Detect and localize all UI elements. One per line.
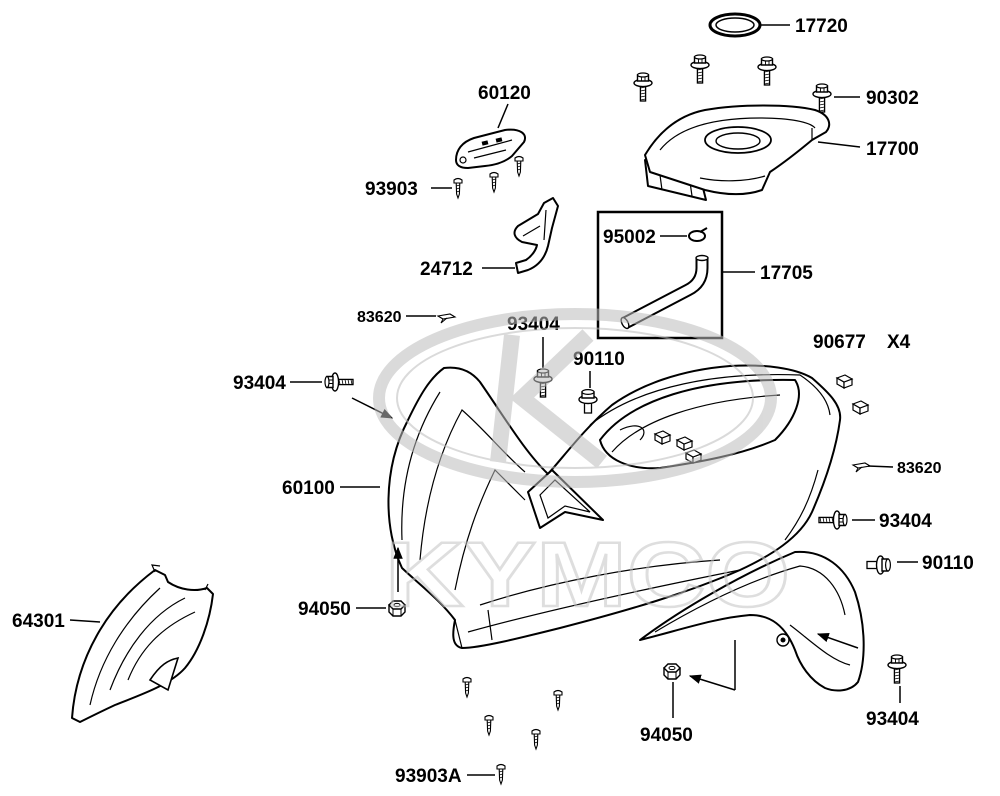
part-number-label: 93903A [395,766,462,787]
tank-cover-part [644,104,831,201]
part-number-label: 60100 [282,478,335,499]
part-number-label: 90302 [866,88,919,109]
part-number-label: 64301 [12,611,65,632]
part-number-label: 90677 [813,332,866,353]
part-number-label: 93903 [365,179,418,200]
meter-bracket-part [455,128,526,169]
side-panel-part [639,550,865,692]
quantity-label: X4 [887,332,911,353]
hose-kit-box [596,210,724,340]
part-number-label: 90110 [573,349,625,370]
seal-ring-part [708,12,762,38]
part-number-label: 83620 [897,460,942,477]
part-number-label: 17720 [795,16,848,37]
headlight-cover-part [71,564,214,723]
part-number-label: 93404 [233,373,286,394]
part-number-label: 60120 [478,83,531,104]
part-number-label: 24712 [420,259,473,280]
part-number-label: 95002 [603,227,656,248]
part-number-label: 93404 [866,709,919,730]
part-number-label: 94050 [640,725,693,746]
part-number-label: 93404 [879,511,932,532]
part-number-label: 17700 [866,139,919,160]
part-number-label: 94050 [298,599,351,620]
cover-bolts-part [633,54,832,113]
part-number-label: 17705 [760,263,813,284]
part-number-label: 83620 [357,309,402,326]
assembly-arrows [351,397,859,691]
part-number-label: 93404 [507,314,560,335]
tapping-screws-part [462,676,563,785]
part-number-label: 90110 [922,553,974,574]
stay-bracket-part [513,197,559,274]
